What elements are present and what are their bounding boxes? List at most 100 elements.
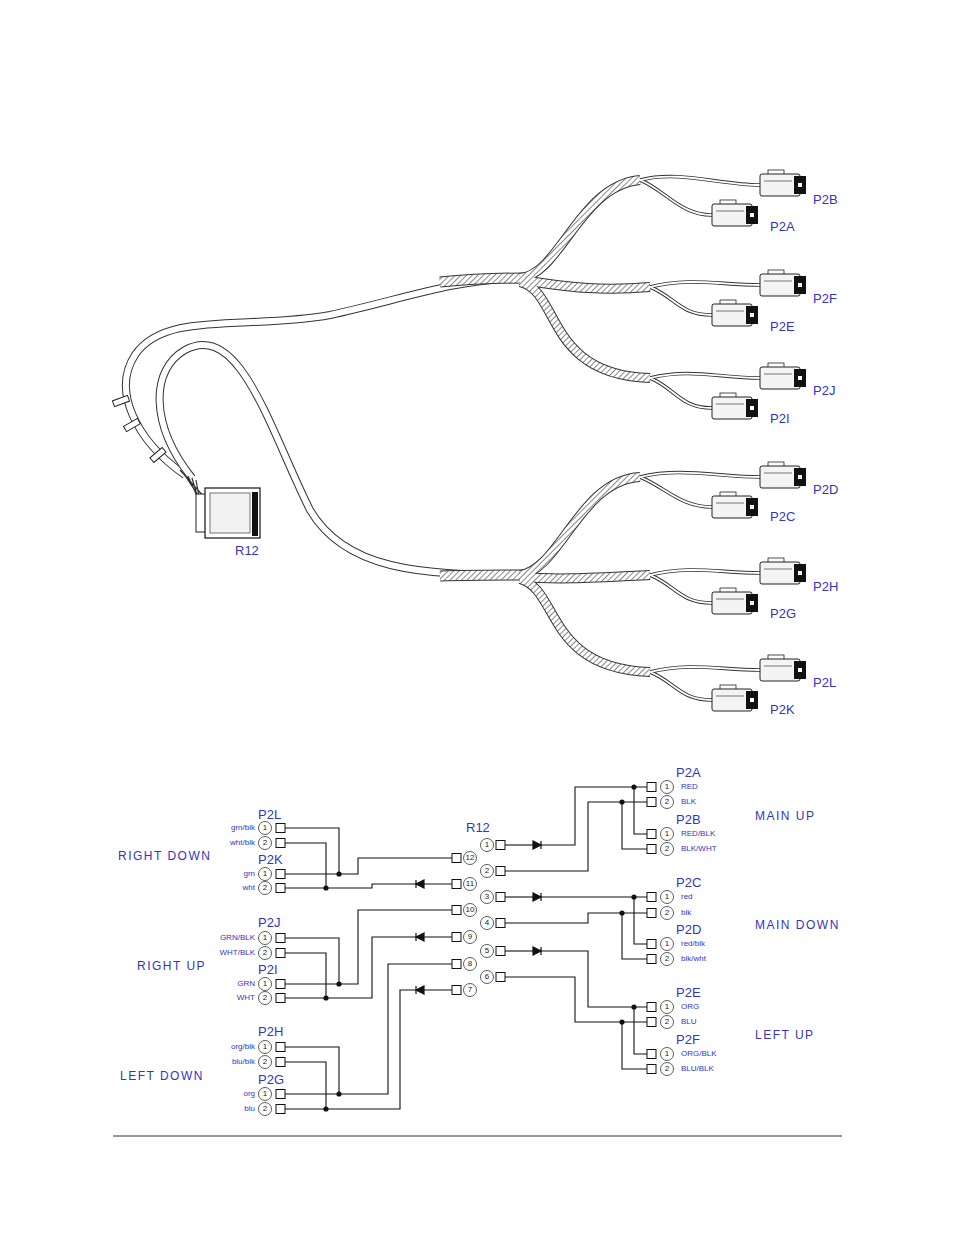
connector-label: P2D	[813, 483, 838, 496]
connector-edge	[252, 492, 258, 536]
plug-slot	[798, 475, 802, 479]
circuit-label: RIGHT UP	[137, 960, 206, 972]
harness-branches	[520, 170, 806, 711]
schematic-wire	[541, 951, 647, 1007]
pin-number: 3	[485, 893, 489, 901]
sheath	[520, 579, 650, 672]
terminal-square	[647, 940, 656, 949]
cable-clip	[150, 448, 166, 463]
cable-fill	[160, 345, 520, 575]
plug-connector	[712, 685, 758, 711]
plug-connector	[712, 588, 758, 614]
plug-end	[794, 468, 806, 486]
pin-circle	[259, 822, 272, 835]
schematic-wire	[505, 913, 647, 923]
wire-color: blu/blk	[232, 1058, 255, 1066]
pin-number: 2	[263, 1105, 267, 1113]
terminal-square	[452, 906, 461, 915]
sheath-outline	[520, 180, 640, 278]
pin-number: 2	[665, 909, 669, 917]
sheath	[520, 280, 650, 289]
terminal-square	[276, 934, 285, 943]
plug-connector	[712, 200, 758, 226]
terminal-square	[496, 893, 505, 902]
schematic	[259, 781, 674, 1116]
schematic-wire	[505, 802, 647, 871]
pin-circle	[464, 931, 477, 944]
schematic-wire	[634, 787, 647, 834]
connector-label: P2D	[676, 923, 701, 936]
junction-dot	[323, 1106, 328, 1111]
pin-number: 2	[263, 1058, 267, 1066]
wire	[650, 378, 712, 408]
pin-number: 2	[263, 884, 267, 892]
pin-circle	[464, 984, 477, 997]
wire-color: WHT	[237, 994, 255, 1002]
terminal-square	[647, 955, 656, 964]
schematic-wire	[285, 990, 424, 1109]
wire	[650, 672, 712, 700]
plug-connector	[760, 655, 806, 681]
wire	[650, 667, 760, 672]
schematic-wire	[541, 896, 647, 897]
connector-label: P2G	[770, 607, 796, 620]
wire-color: RED	[681, 783, 698, 791]
terminal-square	[276, 1058, 285, 1067]
wire-color: blu	[244, 1105, 255, 1113]
pin-number: 1	[665, 940, 669, 948]
wire-color: blk	[681, 909, 691, 917]
wire-color: blk/wht	[681, 955, 706, 963]
connector-label: P2J	[258, 916, 280, 929]
sheath-outline	[520, 477, 640, 575]
pin-number: 2	[665, 798, 669, 806]
sheath	[520, 180, 640, 278]
pin-number: 12	[466, 854, 475, 862]
schematic-wire	[634, 1007, 647, 1054]
wire-color: wht	[243, 884, 255, 892]
circuit-label: MAIN UP	[755, 810, 816, 822]
schematic-wire	[285, 953, 326, 998]
terminal-square	[276, 870, 285, 879]
wire-outline	[650, 374, 760, 378]
plug-connector	[760, 462, 806, 488]
plug-connector	[712, 492, 758, 518]
connector-label: P2E	[770, 320, 795, 333]
terminal-square	[647, 1065, 656, 1074]
schematic-wire	[505, 896, 533, 897]
terminal-square	[647, 909, 656, 918]
plug-ridge	[716, 599, 744, 600]
pin-circle	[481, 945, 494, 958]
pin-number: 1	[263, 1043, 267, 1051]
pin-number: 8	[468, 960, 472, 968]
connector-label: P2I	[770, 412, 790, 425]
pin-circle	[259, 992, 272, 1005]
junction-dot	[323, 995, 328, 1000]
wire-color: WHT/BLK	[219, 949, 255, 957]
pin-number: 6	[485, 973, 489, 981]
pin-number: 4	[485, 919, 489, 927]
wire	[640, 180, 712, 215]
cable-outline	[160, 345, 520, 575]
plug-slot	[750, 313, 754, 317]
pin-circle	[661, 907, 674, 920]
terminal-square	[276, 824, 285, 833]
pin-circle	[464, 878, 477, 891]
wire	[650, 287, 712, 315]
pin-number: 1	[263, 1090, 267, 1098]
plug-end	[746, 594, 758, 612]
connector-label: P2B	[676, 813, 701, 826]
pin-circle	[661, 781, 674, 794]
pin-number: 2	[263, 994, 267, 1002]
wire-color: ORG	[681, 1003, 699, 1011]
pin-circle	[661, 1048, 674, 1061]
plug-end	[746, 206, 758, 224]
pin-number: 2	[665, 1018, 669, 1026]
circuit-label: RIGHT DOWN	[118, 850, 211, 862]
schematic-wire	[285, 1062, 326, 1109]
plug-slot	[798, 283, 802, 287]
wire	[640, 473, 760, 477]
sheath	[440, 278, 525, 282]
pin-circle	[259, 837, 272, 850]
pin-circle	[661, 1001, 674, 1014]
pin-number: 9	[468, 933, 472, 941]
